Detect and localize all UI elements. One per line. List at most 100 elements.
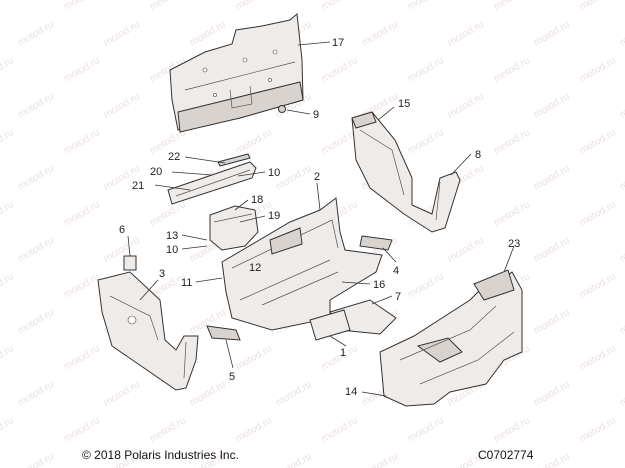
- watermark-text: motod.ru: [62, 271, 102, 300]
- watermark-text: motod.ru: [406, 271, 446, 300]
- watermark-text: motod.ru: [0, 0, 16, 13]
- watermark-text: motod.ru: [578, 271, 618, 300]
- watermark-text: motod.ru: [62, 0, 102, 13]
- watermark-text: motod.ru: [618, 307, 625, 336]
- leader-lines: [127, 41, 515, 397]
- watermark-text: motod.ru: [618, 235, 625, 264]
- watermark-text: motod.ru: [188, 19, 228, 48]
- watermark-text: motod.ru: [234, 0, 274, 13]
- watermark-text: motod.ru: [16, 91, 56, 120]
- watermark-text: motod.ru: [532, 235, 572, 264]
- watermark-text: motod.ru: [492, 55, 532, 84]
- part-17-upper-panel: [169, 13, 304, 133]
- watermark-text: motod.ru: [0, 127, 16, 156]
- watermark-text: motod.ru: [578, 415, 618, 444]
- watermark-text: motod.ru: [102, 91, 142, 120]
- part-5-tab: [206, 325, 241, 341]
- watermark-text: motod.ru: [532, 19, 572, 48]
- callout-18: 18: [251, 194, 263, 206]
- watermark-text: motod.ru: [492, 0, 532, 13]
- part-19-cover: [209, 205, 259, 251]
- callout-9: 9: [313, 109, 319, 121]
- watermark-text: motod.ru: [360, 19, 400, 48]
- watermark-text: motod.ru: [618, 451, 625, 468]
- watermark-text: motod.ru: [492, 415, 532, 444]
- watermark-text: motod.ru: [148, 0, 188, 13]
- watermark-text: motod.ru: [360, 451, 400, 468]
- watermark-text: motod.ru: [492, 199, 532, 228]
- watermark-text: motod.ru: [16, 235, 56, 264]
- watermark-text: motod.ru: [532, 451, 572, 468]
- watermark-text: motod.ru: [62, 343, 102, 372]
- part-21-bracket: [167, 161, 257, 205]
- callout-21: 21: [132, 180, 144, 192]
- watermark-text: motod.ru: [102, 19, 142, 48]
- watermark-text: motod.ru: [532, 91, 572, 120]
- callout-23: 23: [508, 238, 520, 250]
- part-4-tab: [359, 235, 393, 251]
- part-8-side-panel: [351, 111, 461, 233]
- watermark-text: motod.ru: [16, 451, 56, 468]
- callout-12: 12: [249, 262, 261, 274]
- watermark-text: motod.ru: [234, 415, 274, 444]
- watermark-text: motod.ru: [446, 19, 486, 48]
- watermark-text: motod.ru: [578, 343, 618, 372]
- watermark-text: motod.ru: [62, 199, 102, 228]
- watermark-text: motod.ru: [274, 379, 314, 408]
- callout-4: 4: [393, 265, 399, 277]
- callout-13: 13: [166, 230, 178, 242]
- watermark-text: motod.ru: [16, 307, 56, 336]
- watermark-text: motod.ru: [578, 199, 618, 228]
- watermark-text: motod.ru: [618, 91, 625, 120]
- callout-6: 6: [119, 224, 125, 236]
- watermark-text: motod.ru: [320, 0, 360, 13]
- callout-8: 8: [475, 149, 481, 161]
- watermark-text: motod.ru: [618, 19, 625, 48]
- watermark-text: motod.ru: [188, 379, 228, 408]
- part-14-floor-tub: [379, 269, 523, 407]
- watermark-text: motod.ru: [532, 379, 572, 408]
- watermark-text: motod.ru: [578, 55, 618, 84]
- watermark-text: motod.ru: [320, 55, 360, 84]
- part-6-clip: [123, 255, 137, 271]
- part-3-left-panel: [97, 271, 199, 391]
- watermark-text: motod.ru: [532, 307, 572, 336]
- watermark-text: motod.ru: [406, 127, 446, 156]
- watermark-text: motod.ru: [102, 379, 142, 408]
- watermark-text: motod.ru: [406, 415, 446, 444]
- callout-16: 16: [373, 279, 385, 291]
- part-1-floor-insert: [309, 309, 351, 341]
- watermark-text: motod.ru: [578, 0, 618, 13]
- callout-2: 2: [314, 171, 320, 183]
- watermark-text: motod.ru: [234, 343, 274, 372]
- watermark-text: motod.ru: [148, 199, 188, 228]
- watermark-text: motod.ru: [62, 55, 102, 84]
- part-9-fastener: [278, 105, 286, 113]
- callout-15: 15: [398, 98, 410, 110]
- callout-3: 3: [159, 268, 165, 280]
- watermark-text: motod.ru: [618, 379, 625, 408]
- callout-10b: 10: [166, 244, 178, 256]
- watermark-text: motod.ru: [406, 55, 446, 84]
- watermark-text: motod.ru: [0, 199, 16, 228]
- callout-5: 5: [229, 371, 235, 383]
- part-2-floor-panel: [221, 197, 383, 331]
- callout-19: 19: [268, 210, 280, 222]
- watermark-text: motod.ru: [446, 235, 486, 264]
- callout-22: 22: [168, 151, 180, 163]
- watermark-text: motod.ru: [62, 415, 102, 444]
- watermark-text: motod.ru: [148, 415, 188, 444]
- watermark-text: motod.ru: [0, 271, 16, 300]
- watermark-text: motod.ru: [0, 55, 16, 84]
- callout-10a: 10: [268, 167, 280, 179]
- watermark-text: motod.ru: [16, 19, 56, 48]
- watermark-text: motod.ru: [234, 127, 274, 156]
- callout-17: 17: [332, 37, 344, 49]
- watermark-text: motod.ru: [532, 163, 572, 192]
- watermark-text: motod.ru: [446, 91, 486, 120]
- callout-labels: 17 9 22 20 10 21 18 19 13 10 11 12 2 15 …: [119, 37, 520, 398]
- callout-1: 1: [340, 347, 346, 359]
- watermark-text: motod.ru: [578, 127, 618, 156]
- callout-11: 11: [181, 277, 192, 289]
- watermark-text: motod.ru: [16, 163, 56, 192]
